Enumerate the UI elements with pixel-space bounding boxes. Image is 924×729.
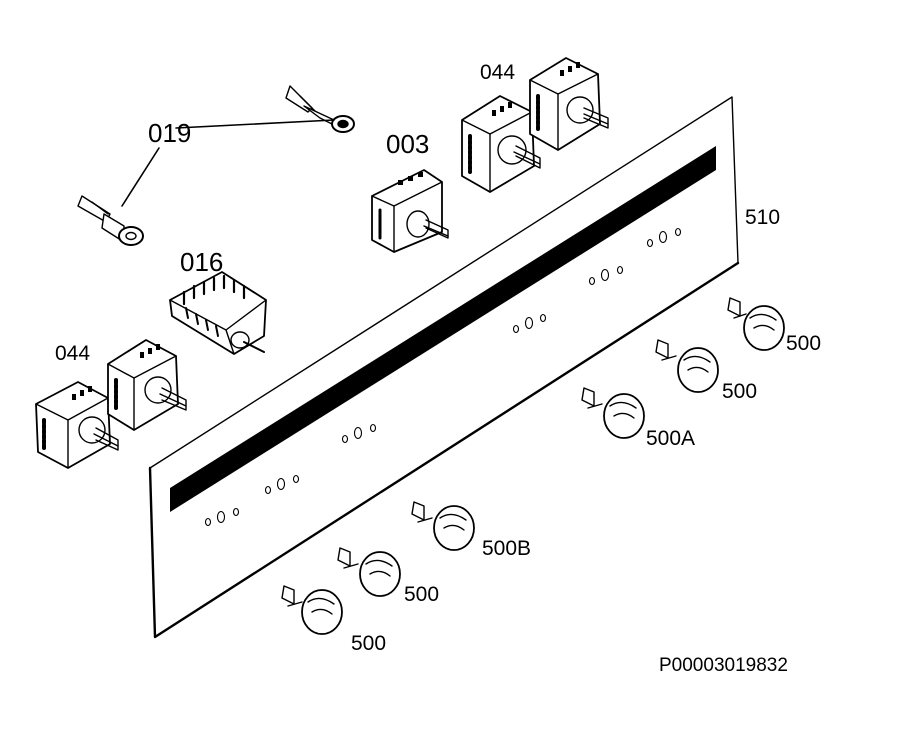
knob-500-right-top xyxy=(727,297,785,351)
terminal-block-016 xyxy=(169,271,267,355)
control-panel-510 xyxy=(148,96,740,639)
leader-lines-019 xyxy=(121,119,335,207)
energy-regulator-044-left-b xyxy=(107,339,187,431)
energy-regulator-044-left-a xyxy=(35,381,119,469)
knob-500-lower-left xyxy=(281,585,343,635)
label-knob-500-right-middle: 500 xyxy=(722,380,758,403)
label-044-left: 044 xyxy=(55,342,91,365)
label-510: 510 xyxy=(745,206,781,229)
label-knob-500-right-top: 500 xyxy=(786,332,822,355)
knob-500b xyxy=(411,501,475,551)
indicator-lamp-upper xyxy=(285,85,355,133)
energy-regulator-044-top-a xyxy=(461,95,541,193)
label-knob-500-lower-middle: 500 xyxy=(404,583,440,606)
label-knob-500a: 500A xyxy=(646,427,696,450)
label-016: 016 xyxy=(180,247,224,277)
knob-500a xyxy=(581,387,645,439)
label-knob-500b: 500B xyxy=(482,537,532,560)
label-003: 003 xyxy=(386,129,430,159)
switch-003 xyxy=(371,169,449,253)
knob-500-lower-middle xyxy=(337,547,401,597)
label-knob-500-lower-left: 500 xyxy=(351,632,387,655)
drawing-code: P00003019832 xyxy=(659,655,788,676)
label-044-top: 044 xyxy=(480,61,516,84)
energy-regulator-044-top-b xyxy=(529,57,609,151)
label-019: 019 xyxy=(148,118,192,148)
indicator-lamp-lower xyxy=(77,195,144,246)
knob-500-right-middle xyxy=(655,339,719,393)
